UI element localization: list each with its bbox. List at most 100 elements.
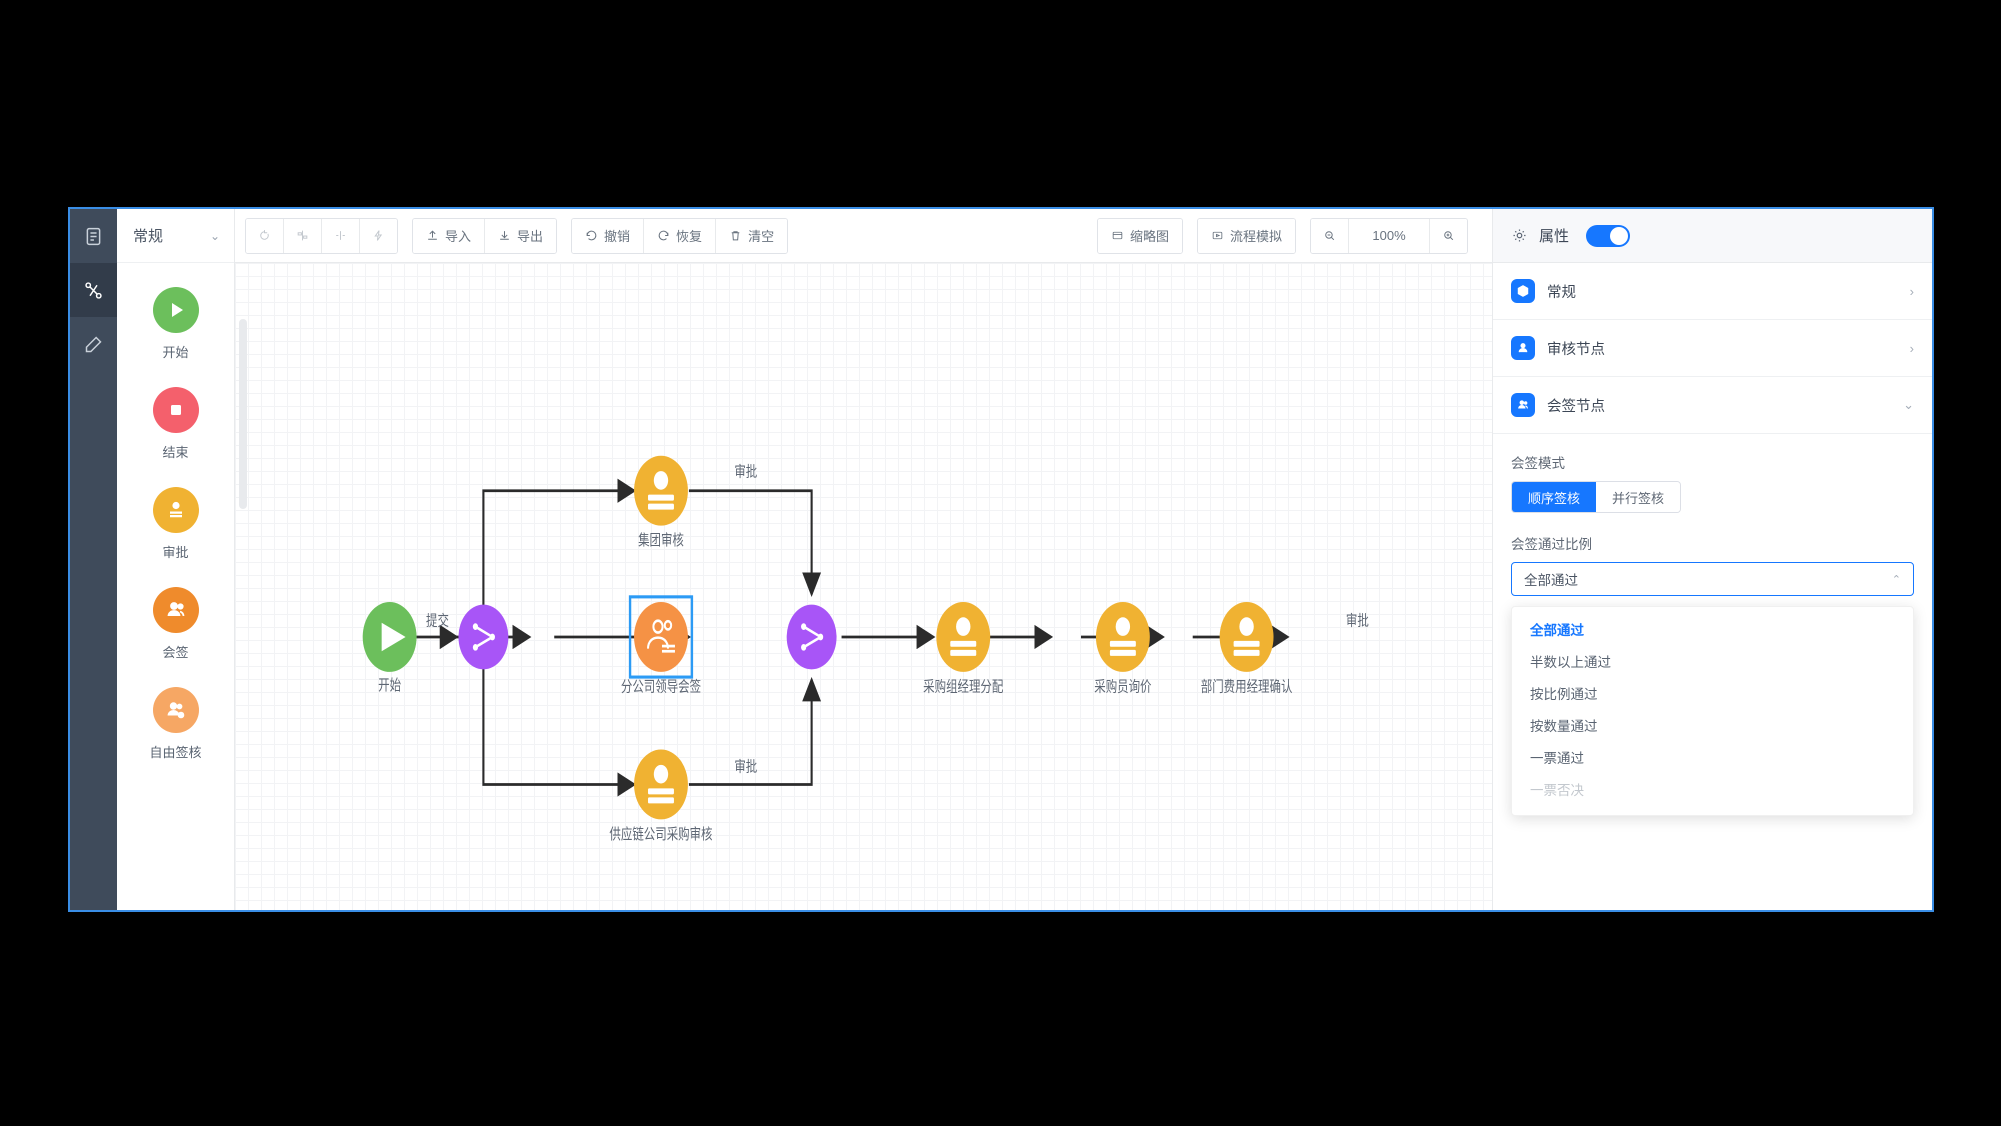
palette-scrollbar[interactable] <box>239 319 247 509</box>
chevron-down-icon: ⌄ <box>1903 397 1914 412</box>
edge-label-submit: 提交 <box>426 611 449 629</box>
thumbnail-button[interactable]: 缩略图 <box>1097 218 1182 253</box>
palette-item-label: 开始 <box>162 345 189 360</box>
thumbnail-label: 缩略图 <box>1129 229 1169 244</box>
undo-button[interactable]: 撤销 <box>572 218 645 253</box>
chevron-right-icon: › <box>1909 340 1914 356</box>
flow-node-group-review[interactable]: 集团审核 <box>634 455 688 549</box>
document-icon[interactable] <box>70 209 117 263</box>
simulate-label: 流程模拟 <box>1229 229 1282 244</box>
people-icon <box>152 587 199 633</box>
palette-item-end[interactable]: 结束 <box>117 387 234 461</box>
clear-button[interactable]: 清空 <box>716 218 788 253</box>
svg-text:部门费用经理确认: 部门费用经理确认 <box>1201 678 1293 695</box>
section-review-node[interactable]: 审核节点 › <box>1493 320 1932 377</box>
flow-edges <box>416 478 1290 797</box>
flow-node-supply-review[interactable]: 供应链公司采购审核 <box>609 749 713 843</box>
toolbar: 导入 导出 撤销 恢复 清空 <box>235 209 1492 263</box>
chevron-down-icon: ⌄ <box>209 228 220 243</box>
pass-ratio-select[interactable]: 全部通过 ⌃ <box>1511 562 1914 596</box>
node-palette: 常规 ⌄ 开始 结束 审批 <box>117 209 235 910</box>
flow-node-buyer-quote[interactable]: 采购员询价 <box>1094 602 1152 695</box>
section-label: 审核节点 <box>1547 341 1605 358</box>
flow-node-branch-countersign[interactable]: 分公司领导会签 <box>621 595 701 695</box>
pass-ratio-label: 会签通过比例 <box>1511 537 1592 552</box>
clear-label: 清空 <box>748 229 775 244</box>
properties-toggle[interactable] <box>1586 224 1631 247</box>
properties-header: 属性 <box>1493 209 1932 263</box>
zoom-out-button[interactable] <box>1311 218 1349 253</box>
section-label: 会签节点 <box>1547 398 1605 415</box>
toolbar-zoom-group: 100% <box>1310 217 1468 254</box>
countersign-settings: 会签模式 顺序签核 并行签核 会签通过比例 全部通过 ⌃ 全部通过 半数以上通过 <box>1493 434 1932 816</box>
edge-label-approve-4: 审批 <box>1346 612 1369 629</box>
flow-canvas[interactable]: 开始 提交 <box>235 263 1492 910</box>
people-gear-icon <box>152 687 199 733</box>
flow-node-start[interactable]: 开始 <box>362 602 417 694</box>
workflow-designer-window: 常规 ⌄ 开始 结束 审批 <box>68 207 1934 912</box>
pass-ratio-value: 全部通过 <box>1524 573 1578 588</box>
countersign-mode-label: 会签模式 <box>1511 456 1565 471</box>
canvas-column: 导入 导出 撤销 恢复 清空 <box>235 209 1492 910</box>
svg-text:开始: 开始 <box>378 677 401 694</box>
import-button[interactable]: 导入 <box>413 218 486 253</box>
redo-label: 恢复 <box>676 229 703 244</box>
pen-icon[interactable] <box>70 317 117 371</box>
gear-icon <box>1511 227 1528 244</box>
flow-node-gateway-2[interactable] <box>786 604 837 670</box>
stamp-icon <box>152 487 199 533</box>
pass-ratio-dropdown: 全部通过 半数以上通过 按比例通过 按数量通过 一票通过 一票否决 <box>1511 606 1914 816</box>
palette-item-label: 会签 <box>162 645 189 660</box>
cube-icon <box>1511 279 1535 303</box>
chevron-right-icon: › <box>1909 283 1914 299</box>
distribute-icon[interactable] <box>322 218 360 253</box>
mode-sequential-button[interactable]: 顺序签核 <box>1512 482 1597 512</box>
export-button[interactable]: 导出 <box>485 218 557 253</box>
properties-panel: 属性 常规 › 审核节点 › 会签节点 ⌄ 会签模式 <box>1492 209 1932 910</box>
svg-text:采购组经理分配: 采购组经理分配 <box>923 678 1003 695</box>
redo-button[interactable]: 恢复 <box>644 218 717 253</box>
palette-item-start[interactable]: 开始 <box>117 287 234 361</box>
palette-item-label: 结束 <box>162 445 189 460</box>
chevron-up-icon: ⌃ <box>1891 573 1901 586</box>
palette-items: 开始 结束 审批 <box>117 263 234 910</box>
zoom-value: 100% <box>1372 228 1406 243</box>
palette-group-header[interactable]: 常规 ⌄ <box>117 209 234 263</box>
users-icon <box>1511 393 1535 417</box>
mode-parallel-button[interactable]: 并行签核 <box>1596 482 1681 512</box>
palette-item-label: 审批 <box>162 545 189 560</box>
undo-label: 撤销 <box>604 229 631 244</box>
section-countersign-node[interactable]: 会签节点 ⌄ <box>1493 377 1932 434</box>
option-count-pass[interactable]: 按数量通过 <box>1530 719 1598 734</box>
simulate-button[interactable]: 流程模拟 <box>1197 218 1295 253</box>
svg-text:分公司领导会签: 分公司领导会签 <box>621 677 701 695</box>
option-ratio-pass[interactable]: 按比例通过 <box>1530 687 1598 702</box>
edge-label-approve-2: 审批 <box>734 758 757 775</box>
user-icon <box>1511 336 1535 360</box>
svg-text:采购员询价: 采购员询价 <box>1094 678 1151 695</box>
toolbar-thumbnail-group: 缩略图 <box>1096 217 1183 254</box>
palette-item-label: 自由签核 <box>149 745 202 760</box>
toolbar-io-group: 导入 导出 <box>412 217 558 254</box>
export-label: 导出 <box>517 229 544 244</box>
svg-text:集团审核: 集团审核 <box>638 532 684 549</box>
flow-node-purchase-manager[interactable]: 采购组经理分配 <box>923 602 1003 695</box>
flow-node-gateway-1[interactable] <box>458 604 509 670</box>
palette-item-countersign[interactable]: 会签 <box>117 587 234 661</box>
palette-item-approve[interactable]: 审批 <box>117 487 234 561</box>
option-majority-pass[interactable]: 半数以上通过 <box>1530 655 1611 670</box>
lightning-icon[interactable] <box>360 218 397 253</box>
undo-arrow-icon[interactable] <box>246 218 284 253</box>
flow-node-dept-cost-confirm[interactable]: 部门费用经理确认 <box>1201 602 1293 695</box>
section-general[interactable]: 常规 › <box>1493 263 1932 320</box>
zoom-in-button[interactable] <box>1430 218 1467 253</box>
canvas-grid <box>235 263 1492 910</box>
properties-title: 属性 <box>1539 228 1570 245</box>
option-all-pass[interactable]: 全部通过 <box>1530 623 1584 638</box>
section-label: 常规 <box>1547 284 1576 301</box>
palette-item-free-sign[interactable]: 自由签核 <box>117 687 234 761</box>
flow-nodes-icon[interactable] <box>70 263 117 317</box>
toolbar-tools-group <box>245 217 398 254</box>
align-icon[interactable] <box>284 218 322 253</box>
option-one-vote-pass[interactable]: 一票通过 <box>1530 751 1584 766</box>
